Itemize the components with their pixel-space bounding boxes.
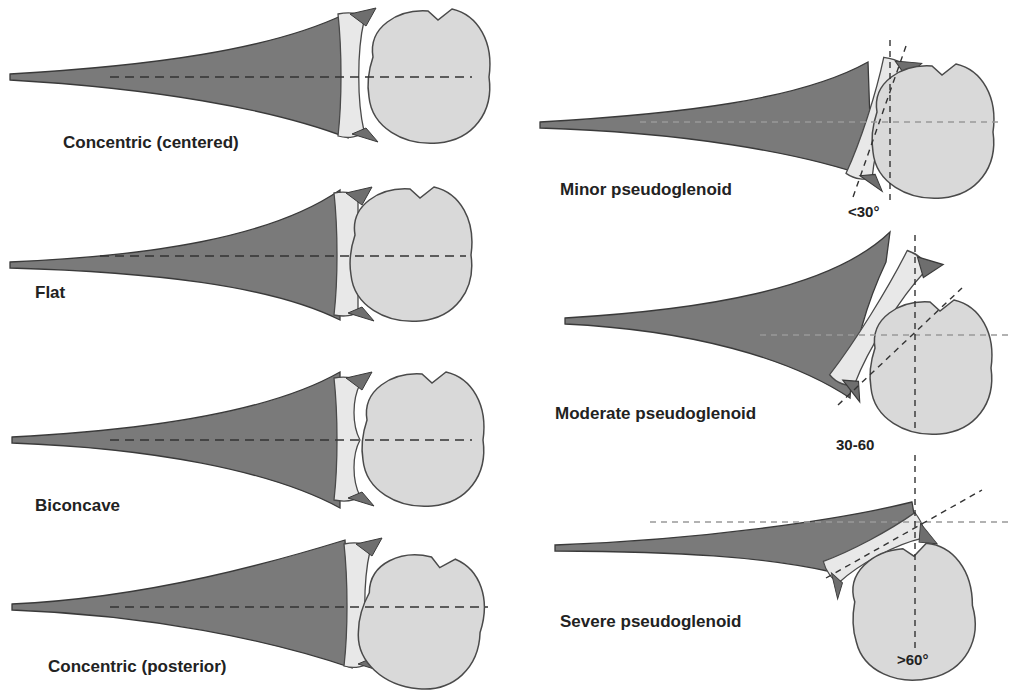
panel-label: Concentric (centered) [63,133,239,153]
panel-label: Biconcave [35,496,120,516]
angle-label: <30° [848,203,879,220]
panel-label: Severe pseudoglenoid [560,612,741,632]
panel-label: Concentric (posterior) [48,657,227,677]
panel-label: Minor pseudoglenoid [560,180,732,200]
panel-label: Moderate pseudoglenoid [555,404,756,424]
angle-label: 30-60 [836,436,874,453]
angle-label: >60° [897,651,928,668]
panel-label: Flat [35,283,65,303]
